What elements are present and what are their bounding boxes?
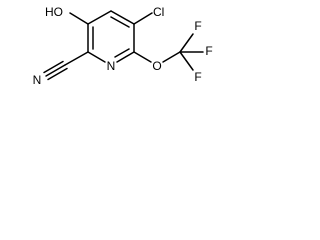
atom-label-ring-nitrogen: N [107, 59, 116, 73]
bond-o-cf3 [162, 51, 181, 63]
bond-c4-c5-inner [110, 16, 130, 28]
bond-c3-oh [69, 12, 89, 25]
atom-label-ether-oxygen: O [152, 59, 161, 73]
atom-label-chlorine: Cl [153, 5, 164, 19]
bond-c2-nitrile-carbon [64, 51, 89, 66]
chemical-structure: HO Cl N N O F F F [33, 5, 213, 87]
atom-label-fluorine-top: F [194, 19, 201, 33]
bond-c5-cl [133, 12, 153, 25]
atom-label-fluorine-right: F [205, 44, 212, 58]
bond-nitrile-triple-3 [47, 67, 68, 81]
bond-nitrile-triple-1 [45, 64, 66, 77]
bond-nitrile-triple-2 [43, 60, 64, 74]
bond-cf3-f-bottom [179, 51, 194, 71]
atom-label-nitrile-nitrogen: N [33, 73, 42, 87]
bond-c6-n1-inner [114, 48, 130, 58]
bond-c6-n1 [116, 51, 135, 63]
atom-label-hydroxyl: HO [45, 5, 63, 19]
bond-cf3-f-top [179, 33, 194, 53]
bond-c3-c4 [87, 10, 112, 25]
bond-c6-o [133, 51, 152, 63]
bond-c4-c5 [110, 10, 135, 25]
atom-label-fluorine-bottom: F [194, 70, 201, 84]
bond-n1-c2 [87, 51, 106, 63]
